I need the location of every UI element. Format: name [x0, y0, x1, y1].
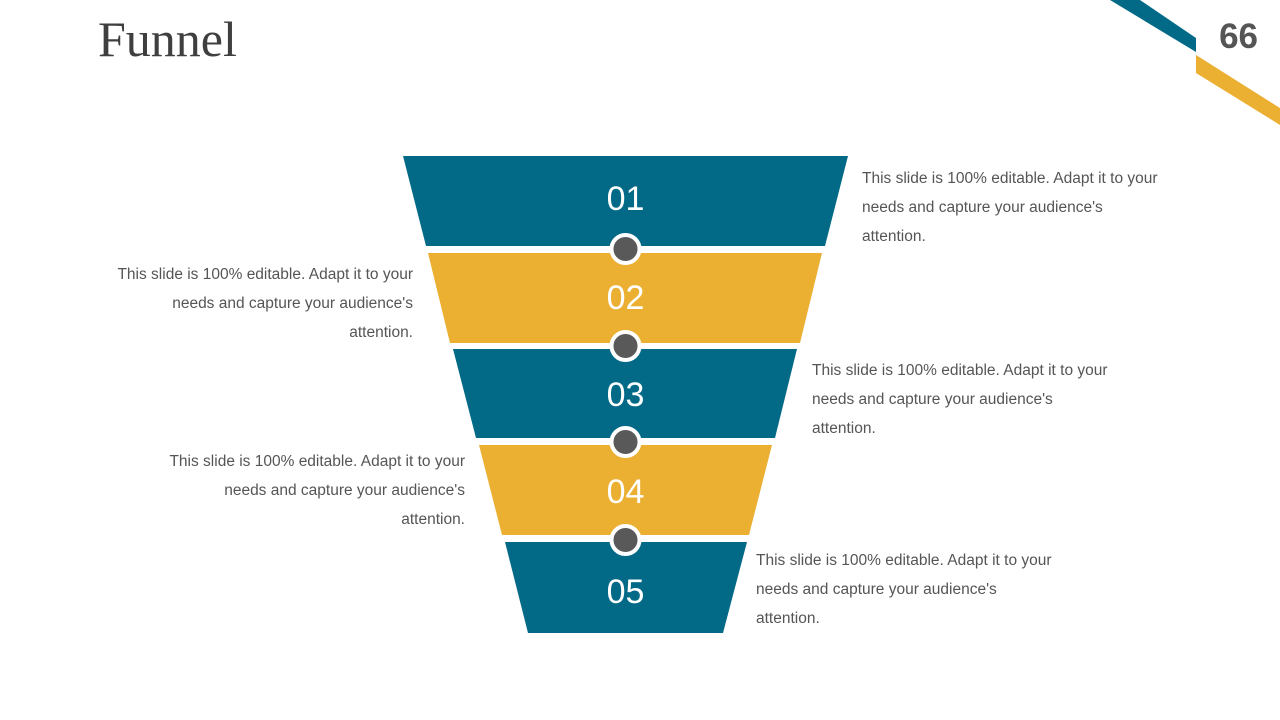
description-line: This slide is 100% editable. Adapt it to…: [812, 362, 1108, 379]
stage-number-5: 05: [607, 573, 645, 611]
stage-description-4: This slide is 100% editable. Adapt it to…: [169, 448, 465, 534]
stage-number-4: 04: [607, 473, 645, 511]
description-line: needs and capture your audience's: [224, 481, 465, 499]
description-line: attention.: [401, 510, 465, 528]
connector-dot-3: [609, 426, 642, 458]
funnel-stage-5: [505, 542, 747, 633]
description-line: attention.: [812, 419, 876, 437]
description-line: needs and capture your audience's: [862, 198, 1103, 216]
corner-decoration: [1110, 0, 1280, 125]
connector-dot-2: [609, 330, 642, 362]
slide-title: Funnel: [98, 11, 237, 67]
description-line: This slide is 100% editable. Adapt it to…: [169, 453, 465, 470]
funnel-stage-2: [428, 253, 822, 343]
funnel-stage-4: [479, 445, 772, 535]
stage-description-5: This slide is 100% editable. Adapt it to…: [756, 547, 1052, 633]
stage-number-2: 02: [607, 279, 645, 317]
description-line: attention.: [349, 323, 413, 341]
stage-description-3: This slide is 100% editable. Adapt it to…: [812, 357, 1108, 443]
description-line: This slide is 100% editable. Adapt it to…: [862, 170, 1158, 187]
description-line: This slide is 100% editable. Adapt it to…: [756, 552, 1052, 569]
stage-number-3: 03: [607, 376, 645, 414]
funnel-stage-1: [403, 156, 848, 246]
corner-stripe-teal: [1110, 0, 1196, 52]
connector-dot-1: [609, 233, 642, 265]
funnel-stage-3: [453, 349, 797, 438]
corner-stripe-gold: [1196, 55, 1280, 125]
description-line: needs and capture your audience's: [172, 294, 413, 312]
description-line: attention.: [756, 609, 820, 627]
description-line: attention.: [862, 227, 926, 245]
description-line: needs and capture your audience's: [812, 390, 1053, 408]
description-line: This slide is 100% editable. Adapt it to…: [117, 266, 413, 283]
page-number: 66: [1219, 17, 1258, 56]
stage-number-1: 01: [607, 180, 645, 218]
stage-description-1: This slide is 100% editable. Adapt it to…: [862, 165, 1158, 251]
description-line: needs and capture your audience's: [756, 580, 997, 598]
connector-dot-4: [609, 524, 642, 556]
stage-description-2: This slide is 100% editable. Adapt it to…: [117, 261, 413, 347]
